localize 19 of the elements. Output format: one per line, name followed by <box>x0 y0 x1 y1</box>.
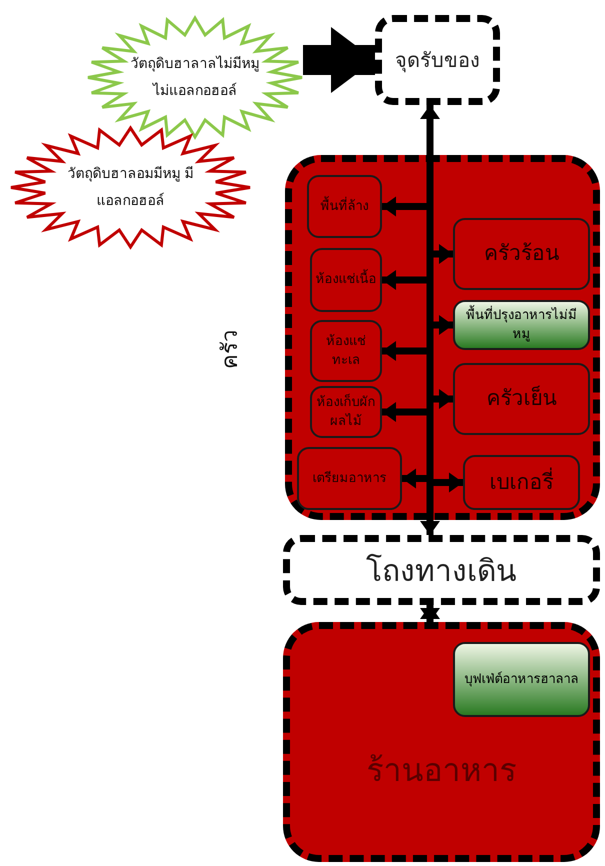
room-box: ห้องแช่ทะเล <box>310 320 382 382</box>
area-box: จุดรับของ <box>375 15 500 105</box>
room-box: บุฟเฟ่ต์อาหารฮาลาล <box>453 642 590 717</box>
zone-label: ร้านอาหาร <box>366 750 518 791</box>
zone-title: ครัว <box>217 330 244 369</box>
room-box: ครัวร้อน <box>453 218 590 290</box>
room-box: พื้นที่ปรุงอาหารไม่มีหมู <box>453 300 590 350</box>
arrow <box>303 27 375 93</box>
arrow <box>420 605 440 622</box>
room-box: ห้องเก็บผักผลไม้ <box>310 386 382 438</box>
room-box: เตรียมอาหาร <box>297 447 402 510</box>
starburst-callout: วัตถุดิบฮาลาลไม่มีหมู ไม่แอลกอฮอล์ <box>85 15 305 140</box>
area-box: โถงทางเดิน <box>283 535 600 605</box>
zone-box <box>283 622 600 862</box>
room-box: ครัวเย็น <box>453 363 590 435</box>
room-box: เบเกอรี่ <box>463 455 580 510</box>
starburst-callout: วัตถุดิบฮาลอมมีหมู มีแอลกอฮอล์ <box>8 125 253 250</box>
room-box: พื้นที่ล้าง <box>307 175 382 238</box>
room-box: ห้องแช่เนื้อ <box>310 248 382 312</box>
